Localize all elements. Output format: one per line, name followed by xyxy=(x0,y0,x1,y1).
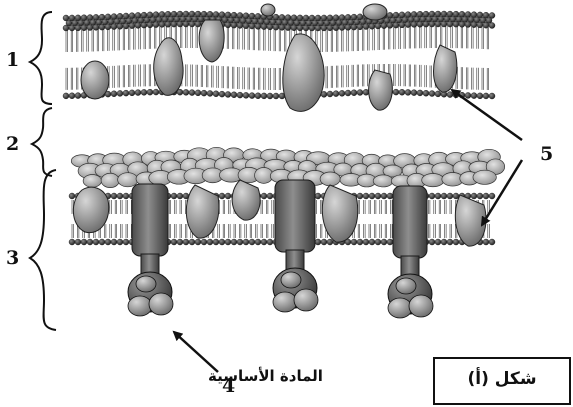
brace-1 xyxy=(30,12,52,104)
label-2: 2 xyxy=(6,133,19,155)
label-5: 5 xyxy=(540,143,553,165)
brace-3 xyxy=(30,170,56,330)
lower-membrane xyxy=(69,147,505,318)
brace-2 xyxy=(32,108,52,176)
label-1: 1 xyxy=(6,49,19,71)
figure-caption-box: شكل (أ) xyxy=(433,357,571,405)
channel-protein xyxy=(273,180,318,312)
transmembrane-channels xyxy=(128,180,433,318)
arrow-4 xyxy=(174,332,218,372)
label-3: 3 xyxy=(6,247,19,269)
upper-membrane xyxy=(63,4,495,111)
figure-caption: شكل (أ) xyxy=(445,369,559,389)
channel-protein xyxy=(128,184,173,316)
channel-protein xyxy=(388,186,433,318)
substrate-label: المادة الأساسية xyxy=(208,367,323,385)
upper-lipid-tails xyxy=(66,26,489,90)
